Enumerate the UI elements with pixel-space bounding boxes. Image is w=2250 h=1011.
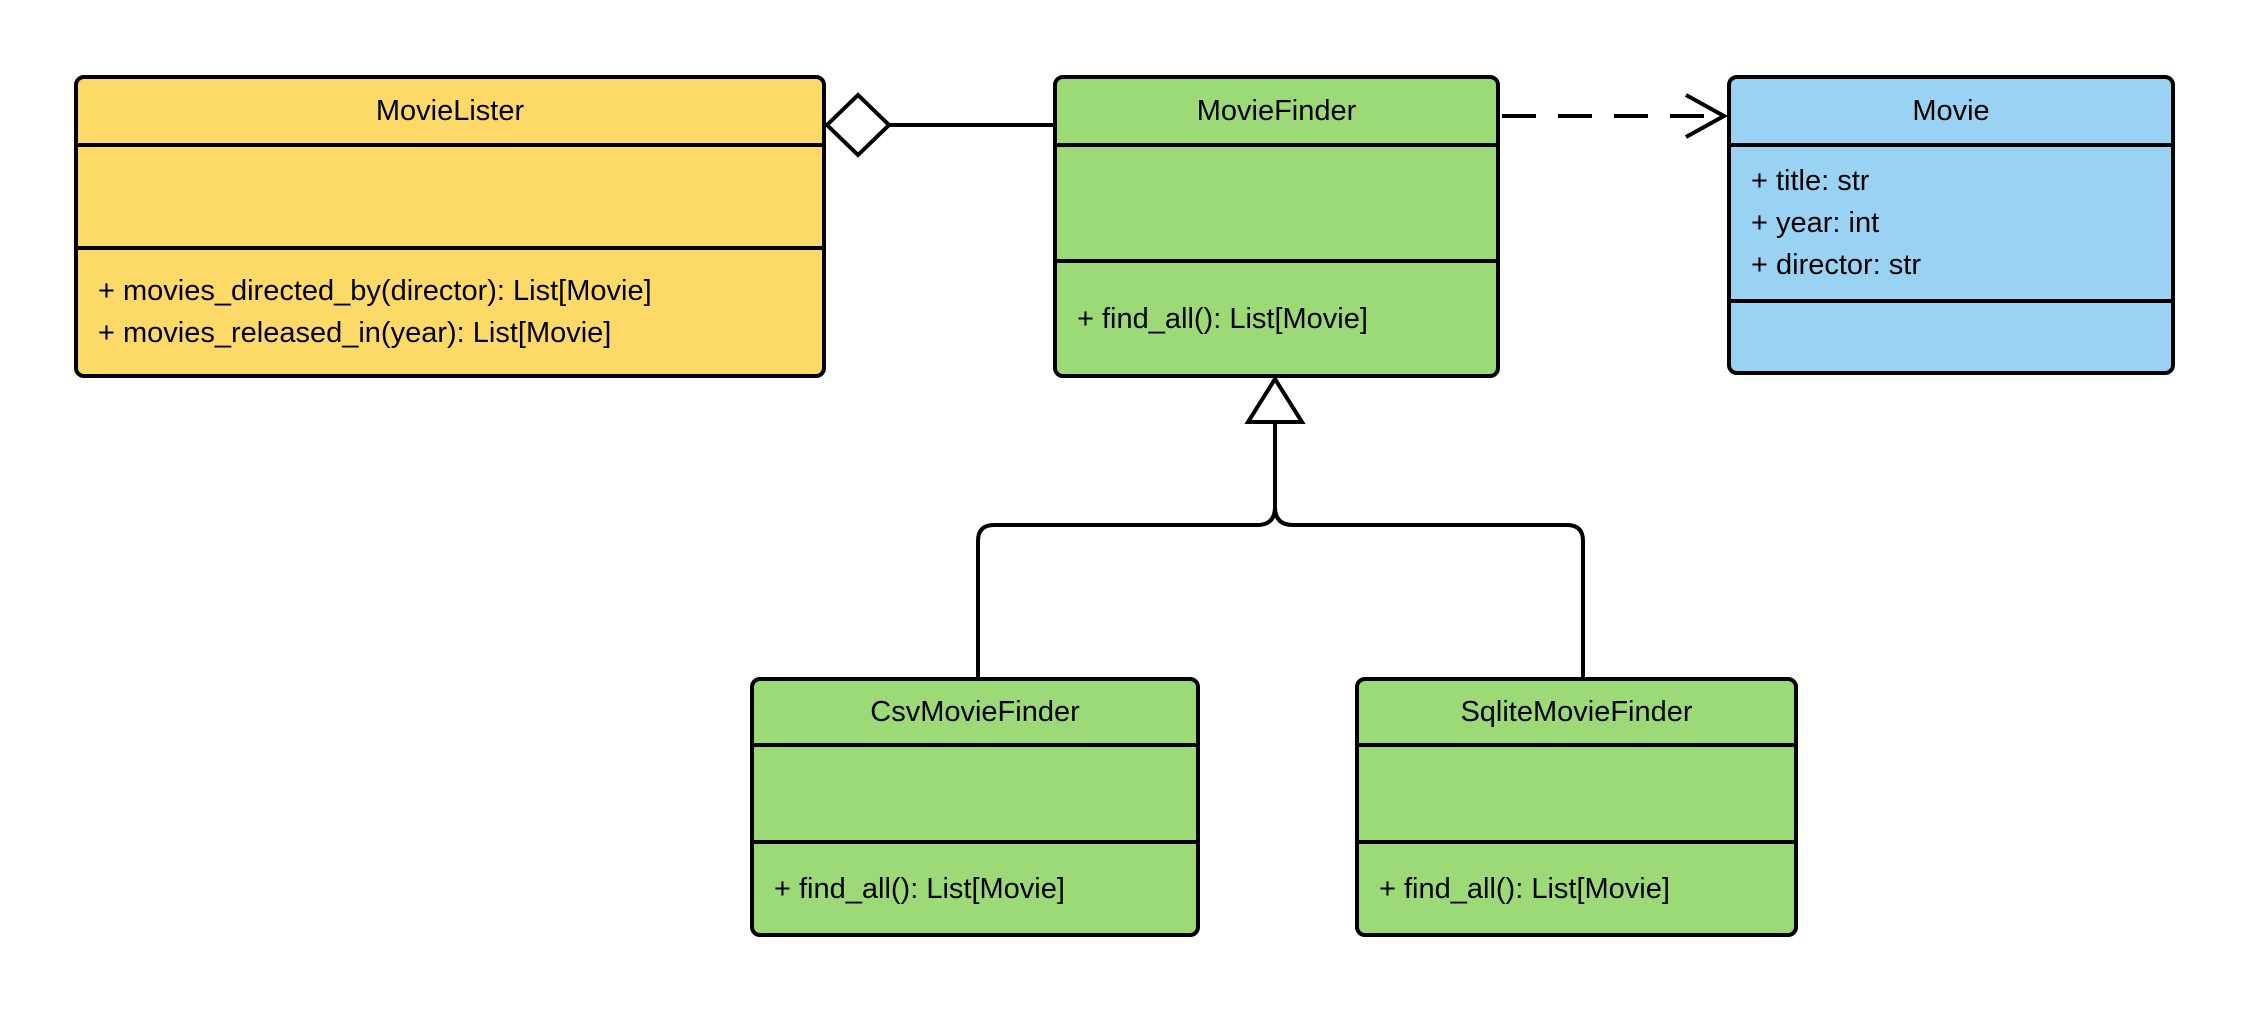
class-title: MovieFinder bbox=[1196, 94, 1357, 127]
class-title: CsvMovieFinder bbox=[870, 695, 1080, 728]
aggregation-diamond-icon bbox=[824, 92, 892, 158]
class-box-sqlitemoviefinder[interactable]: SqliteMovieFinder + find_all(): List[Mov… bbox=[1355, 677, 1798, 937]
method-line: + movies_released_in(year): List[Movie] bbox=[98, 317, 612, 349]
method-line: + movies_directed_by(director): List[Mov… bbox=[98, 275, 652, 307]
methods-section: + find_all(): List[Movie] bbox=[1057, 259, 1496, 374]
method-line: + find_all(): List[Movie] bbox=[1379, 872, 1670, 905]
class-box-movie[interactable]: Movie + title: str + year: int + directo… bbox=[1727, 75, 2175, 375]
method-line: + find_all(): List[Movie] bbox=[1077, 302, 1368, 335]
method-line: + find_all(): List[Movie] bbox=[774, 872, 1065, 905]
attributes-section bbox=[1057, 143, 1496, 259]
class-box-moviefinder[interactable]: MovieFinder + find_all(): List[Movie] bbox=[1053, 75, 1500, 378]
open-arrowhead-icon bbox=[1685, 93, 1729, 139]
methods-section: + find_all(): List[Movie] bbox=[1359, 840, 1794, 933]
attributes-section: + title: str + year: int + director: str bbox=[1731, 143, 2171, 299]
class-title: Movie bbox=[1912, 94, 1990, 127]
class-title: MovieLister bbox=[375, 94, 525, 127]
inheritance-triangle-icon bbox=[1244, 375, 1306, 424]
methods-section: + movies_directed_by(director): List[Mov… bbox=[78, 246, 822, 374]
attributes-section bbox=[78, 143, 822, 246]
attributes-section bbox=[754, 743, 1196, 840]
inheritance-edge-csvmoviefinder-moviefinder[interactable] bbox=[976, 424, 1277, 679]
dependency-edge-moviefinder-movie[interactable] bbox=[1502, 93, 1729, 139]
class-box-csvmoviefinder[interactable]: CsvMovieFinder + find_all(): List[Movie] bbox=[750, 677, 1200, 937]
attribute-line: + year: int bbox=[1751, 207, 1880, 239]
inheritance-edge-sqlitemoviefinder-moviefinder[interactable] bbox=[1244, 375, 1585, 679]
methods-section: + find_all(): List[Movie] bbox=[754, 840, 1196, 933]
attribute-line: + director: str bbox=[1751, 249, 1922, 281]
attribute-line: + title: str bbox=[1751, 165, 1870, 197]
attributes-section bbox=[1359, 743, 1794, 840]
aggregation-edge-movielister-moviefinder[interactable] bbox=[824, 92, 1053, 158]
class-box-movielister[interactable]: MovieLister + movies_directed_by(directo… bbox=[74, 75, 826, 378]
class-title: SqliteMovieFinder bbox=[1460, 695, 1693, 728]
methods-section bbox=[1731, 299, 2171, 371]
